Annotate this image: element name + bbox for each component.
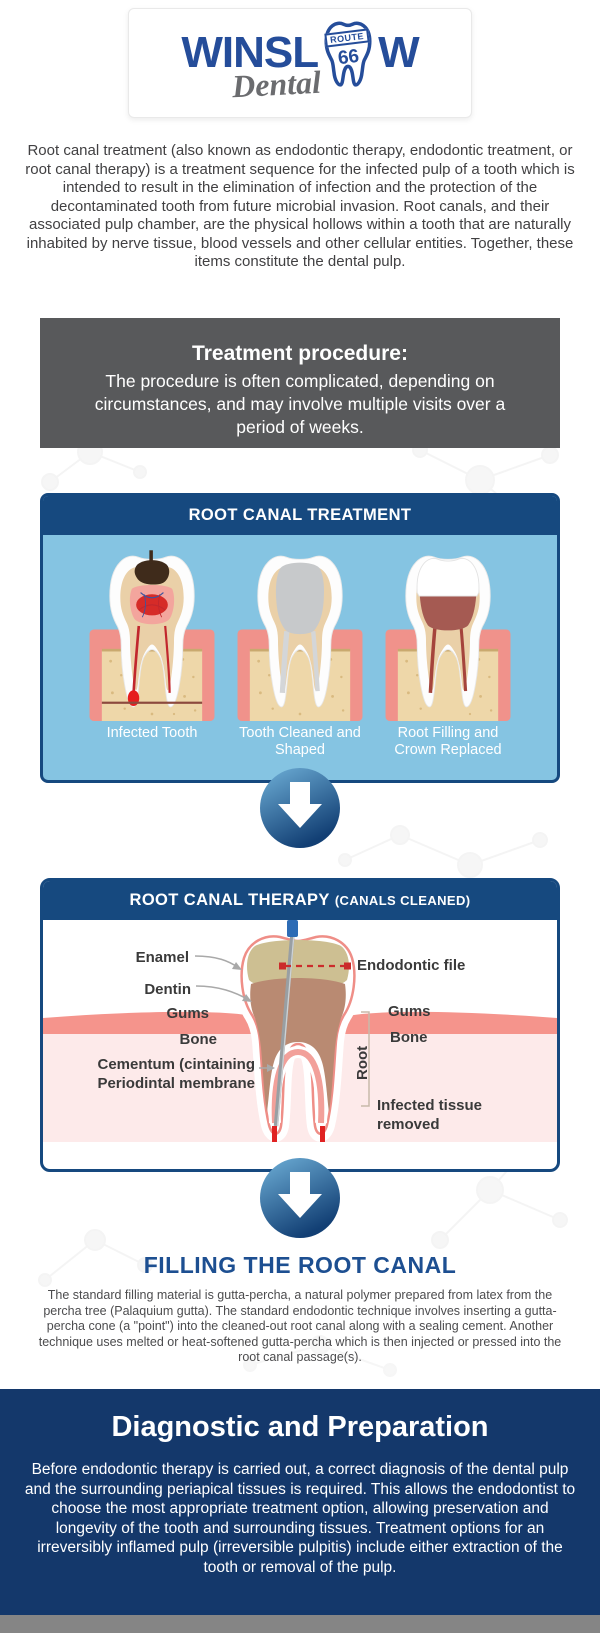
panel2-title: ROOT CANAL THERAPY (CANALS CLEANED) bbox=[43, 881, 557, 920]
label-gums-right: Gums bbox=[388, 1003, 431, 1020]
molecule-decoration bbox=[338, 825, 548, 878]
diagnostic-panel: Diagnostic and Preparation Before endodo… bbox=[0, 1389, 600, 1615]
label-bone-right: Bone bbox=[390, 1029, 428, 1046]
label-enamel: Enamel bbox=[135, 949, 189, 966]
label-bone-left: Bone bbox=[179, 1031, 218, 1048]
panel2-title-paren: (CANALS CLEANED) bbox=[334, 893, 471, 908]
treatment-procedure-box: Treatment procedure: The procedure is of… bbox=[40, 318, 560, 448]
label-dentin: Dentin bbox=[144, 981, 191, 998]
logo-66-text: 66 bbox=[336, 45, 361, 69]
infected-tooth-illustration bbox=[89, 550, 215, 721]
stage-label: Tooth Cleaned and Shaped bbox=[239, 725, 361, 759]
diagnostic-paragraph: Before endodontic therapy is carried out… bbox=[24, 1461, 576, 1576]
logo-text-w: W bbox=[378, 27, 420, 77]
stage-root-filled: Root Filling and Crown Replaced bbox=[382, 545, 514, 760]
cleaned-tooth-illustration bbox=[237, 555, 363, 721]
tooth-logo-icon: ROUTE 66 bbox=[316, 18, 380, 88]
stage-tooth-cleaned: Tooth Cleaned and Shaped bbox=[234, 545, 366, 760]
panel1-title: ROOT CANAL TREATMENT bbox=[43, 496, 557, 535]
tooth-anatomy-drawing bbox=[43, 920, 557, 1142]
root-canal-treatment-panel: ROOT CANAL TREATMENT bbox=[40, 493, 560, 783]
label-infected-tissue: Infected tissue removed bbox=[377, 1097, 483, 1133]
intro-paragraph: Root canal treatment (also known as endo… bbox=[25, 142, 575, 270]
tooth-anatomy-diagram: Enamel Dentin Gums Bone Cementum (cintai… bbox=[43, 920, 557, 1169]
stage-label: Root Filling and Crown Replaced bbox=[394, 725, 502, 759]
treatment-stages: Infected Tooth Tooth Cleaned and Shaped bbox=[43, 535, 557, 760]
treatment-procedure-title: Treatment procedure: bbox=[192, 342, 408, 365]
molecule-decoration bbox=[243, 1335, 397, 1377]
down-arrow-icon bbox=[260, 1158, 340, 1238]
molecule-decoration bbox=[38, 1229, 153, 1287]
label-gums-left: Gums bbox=[166, 1005, 209, 1022]
panel2-title-main: ROOT CANAL THERAPY bbox=[129, 891, 330, 909]
label-root: Root bbox=[354, 1045, 371, 1080]
treatment-procedure-body: The procedure is often complicated, depe… bbox=[94, 371, 506, 437]
filling-paragraph: The standard filling material is gutta-p… bbox=[38, 1288, 562, 1364]
filling-title: FILLING THE ROOT CANAL bbox=[143, 1252, 457, 1278]
stage-infected-tooth: Infected Tooth bbox=[86, 545, 218, 760]
footer-bar bbox=[0, 1615, 600, 1633]
stage-label: Infected Tooth bbox=[106, 725, 198, 741]
down-arrow-icon bbox=[260, 768, 340, 848]
root-canal-therapy-panel: ROOT CANAL THERAPY (CANALS CLEANED) bbox=[40, 878, 560, 1172]
logo-dental-script: Dental bbox=[230, 63, 322, 104]
filled-tooth-illustration bbox=[385, 555, 511, 721]
clinic-logo: WINSL ROUTE 66 W bbox=[181, 21, 420, 87]
label-cementum: Cementum (cintaining Periodintal membran… bbox=[97, 1056, 255, 1092]
diagnostic-title: Diagnostic and Preparation bbox=[111, 1411, 489, 1443]
clinic-logo-card: WINSL ROUTE 66 W Dental bbox=[128, 8, 472, 118]
label-endodontic-file: Endodontic file bbox=[357, 957, 466, 974]
logo-text-winsl: WINSL bbox=[181, 27, 319, 77]
